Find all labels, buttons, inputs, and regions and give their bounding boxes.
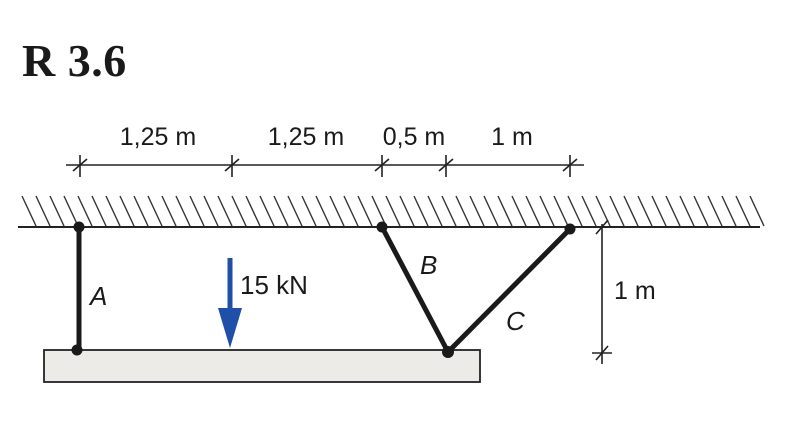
- span-1-label: 1,25 m: [120, 123, 196, 151]
- hatch-line: [399, 195, 415, 227]
- joint-a-top: [73, 221, 85, 233]
- hatch-line: [35, 195, 51, 227]
- hatch-line: [175, 195, 191, 227]
- hatch-line: [343, 195, 359, 227]
- bar-b-label: B: [420, 250, 437, 280]
- hatch-line: [707, 195, 723, 227]
- hatch-line: [595, 195, 611, 227]
- span-3-label: 0,5 m: [383, 123, 446, 151]
- hatch-line: [749, 195, 765, 227]
- hatch-line: [77, 195, 93, 227]
- hatch-line: [189, 195, 205, 227]
- joint-c-top: [564, 223, 576, 235]
- hatch-line: [679, 195, 695, 227]
- span-4-label: 1 m: [491, 123, 533, 151]
- hatch-line: [721, 195, 737, 227]
- hatch-line: [637, 195, 653, 227]
- hatch-line: [63, 195, 79, 227]
- hatch-line: [357, 195, 373, 227]
- hatch-line: [91, 195, 107, 227]
- hatch-line: [735, 195, 751, 227]
- hatch-line: [525, 195, 541, 227]
- hatch-line: [539, 195, 555, 227]
- hatch-line: [497, 195, 513, 227]
- hatch-line: [483, 195, 499, 227]
- hatch-line: [623, 195, 639, 227]
- load-label: 15 kN: [240, 270, 308, 300]
- hatch-line: [259, 195, 275, 227]
- hatch-line: [427, 195, 443, 227]
- hatch-line: [21, 195, 37, 227]
- hatch-line: [119, 195, 135, 227]
- hatch-line: [441, 195, 457, 227]
- hatch-line: [161, 195, 177, 227]
- hatch-line: [217, 195, 233, 227]
- bar-b: [379, 225, 451, 354]
- rigid-beam: [43, 349, 481, 383]
- height-dimension: [592, 219, 612, 364]
- joint-bc-bottom: [442, 346, 454, 358]
- hatch-line: [413, 195, 429, 227]
- hatch-line: [105, 195, 121, 227]
- problem-title: R 3.6: [22, 35, 127, 86]
- hatch-line: [329, 195, 345, 227]
- hatch-line: [301, 195, 317, 227]
- load-arrow: [218, 258, 242, 348]
- hatch-line: [651, 195, 667, 227]
- fixed-ceiling: [18, 195, 765, 228]
- span-2-label: 1,25 m: [268, 123, 344, 151]
- height-label: 1 m: [614, 277, 656, 305]
- hatch-line: [511, 195, 527, 227]
- hatch-line: [273, 195, 289, 227]
- joint-a-bottom: [71, 344, 83, 356]
- hatch-line: [581, 195, 597, 227]
- bar-a-label: A: [88, 281, 107, 311]
- hatch-line: [455, 195, 471, 227]
- hatch-line: [49, 195, 65, 227]
- dimension-line: [66, 155, 584, 177]
- hatch-line: [469, 195, 485, 227]
- bar-c-label: C: [506, 306, 525, 336]
- hatch-line: [231, 195, 247, 227]
- hatch-line: [609, 195, 625, 227]
- hatch-line: [287, 195, 303, 227]
- hatch-line: [371, 195, 387, 227]
- hatch-line: [567, 195, 583, 227]
- bar-c: [446, 227, 572, 354]
- hatch-line: [245, 195, 261, 227]
- joint-b-top: [376, 221, 388, 233]
- hatch-line: [147, 195, 163, 227]
- hatch-line: [203, 195, 219, 227]
- hatch-line: [693, 195, 709, 227]
- hatch-line: [315, 195, 331, 227]
- hatch-line: [133, 195, 149, 227]
- hatch-line: [665, 195, 681, 227]
- hatch-line: [553, 195, 569, 227]
- hatch-line: [385, 195, 401, 227]
